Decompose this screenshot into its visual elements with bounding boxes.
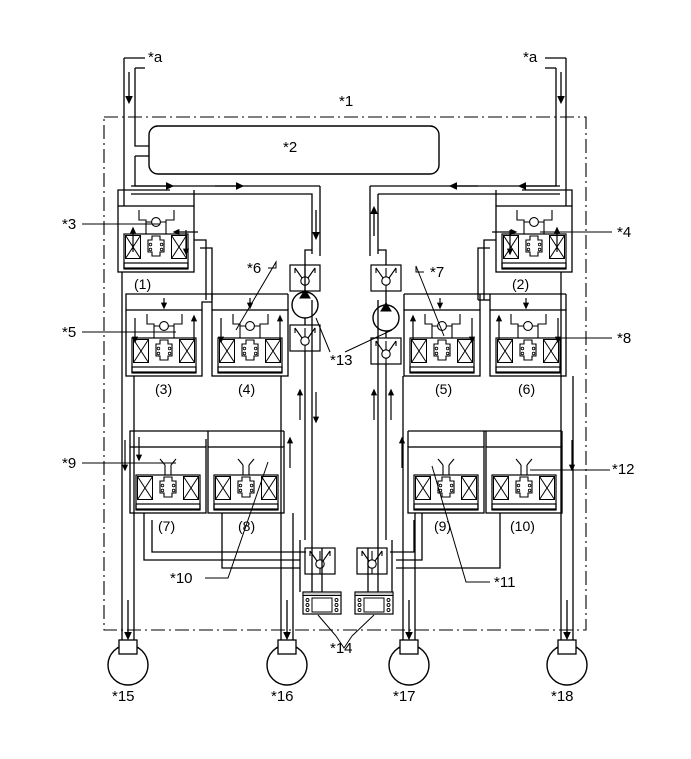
wheel-cylinder-16 xyxy=(266,639,308,686)
ecu-block xyxy=(148,125,440,175)
reservoir-left xyxy=(302,591,342,615)
callout-wheel-front-left: *15 xyxy=(112,688,135,705)
right-return-b xyxy=(396,513,501,569)
valve-label-1: (1) xyxy=(134,276,152,292)
callout-wheel-rear-left: *17 xyxy=(393,688,416,705)
valve-block-9[interactable] xyxy=(407,431,485,514)
master-inlet-right xyxy=(517,57,567,206)
callout-pumps: *13 xyxy=(330,352,353,369)
right-return-a xyxy=(396,513,423,561)
valve-block-8[interactable] xyxy=(207,431,285,514)
wheel-lines xyxy=(121,272,574,648)
callout-housing: *1 xyxy=(339,93,354,110)
callout-left-outlet-valves: *9 xyxy=(62,455,77,472)
valve-label-6: (6) xyxy=(518,381,536,397)
valve-label-7: (7) xyxy=(158,518,176,534)
valve-label-9: (9) xyxy=(434,518,452,534)
wheel-cylinder-18 xyxy=(546,639,588,686)
wheel-cylinder-15 xyxy=(107,639,149,686)
pump-right xyxy=(370,249,402,540)
callout-reservoirs: *14 xyxy=(330,640,353,657)
pump-left xyxy=(289,249,321,540)
callout-port-right: *a xyxy=(523,49,538,66)
valve-block-1[interactable] xyxy=(117,189,213,300)
left-return-b xyxy=(221,513,300,569)
callout-wheel-rear-right: *18 xyxy=(551,688,574,705)
valve-block-5[interactable] xyxy=(403,294,481,377)
valve-label-8: (8) xyxy=(238,518,256,534)
callout-right-outlet-valves: *12 xyxy=(612,461,635,478)
main-feed-lines xyxy=(131,182,560,256)
left-return-a xyxy=(143,513,300,561)
callout-left-outlet-passage: *10 xyxy=(170,570,193,587)
housing-boundary xyxy=(103,116,587,631)
master-inlet-left xyxy=(123,57,175,206)
valve-label-2: (2) xyxy=(512,276,530,292)
valve-label-5: (5) xyxy=(435,381,453,397)
callout-wheel-front-right: *16 xyxy=(271,688,294,705)
valve-block-7[interactable] xyxy=(129,430,207,514)
leader-lines xyxy=(82,223,612,649)
valve-block-4[interactable] xyxy=(211,294,289,377)
callout-right-outlet-passage: *11 xyxy=(494,574,516,591)
callout-right-pump-passage: *7 xyxy=(430,264,445,281)
valve-block-10[interactable] xyxy=(485,431,563,514)
callout-right-master-valve: *4 xyxy=(617,224,632,241)
callout-ecu-block: *2 xyxy=(283,139,298,156)
callout-port-left: *a xyxy=(148,49,163,66)
callout-left-pump-passage: *6 xyxy=(247,260,262,277)
valve-label-10: (10) xyxy=(510,518,535,534)
center-return-piping xyxy=(299,300,393,592)
callout-right-inlet-valves: *8 xyxy=(617,330,632,347)
valve-block-3[interactable] xyxy=(125,293,212,377)
valve-block-2[interactable] xyxy=(477,189,573,300)
callout-left-inlet-valves: *5 xyxy=(62,324,77,341)
valve-block-6[interactable] xyxy=(489,294,567,377)
reservoir-right xyxy=(354,591,394,615)
valve-label-3: (3) xyxy=(155,381,173,397)
wheel-cylinder-17 xyxy=(388,639,430,686)
valve-label-4: (4) xyxy=(238,381,256,397)
callout-left-master-valve: *3 xyxy=(62,216,77,233)
